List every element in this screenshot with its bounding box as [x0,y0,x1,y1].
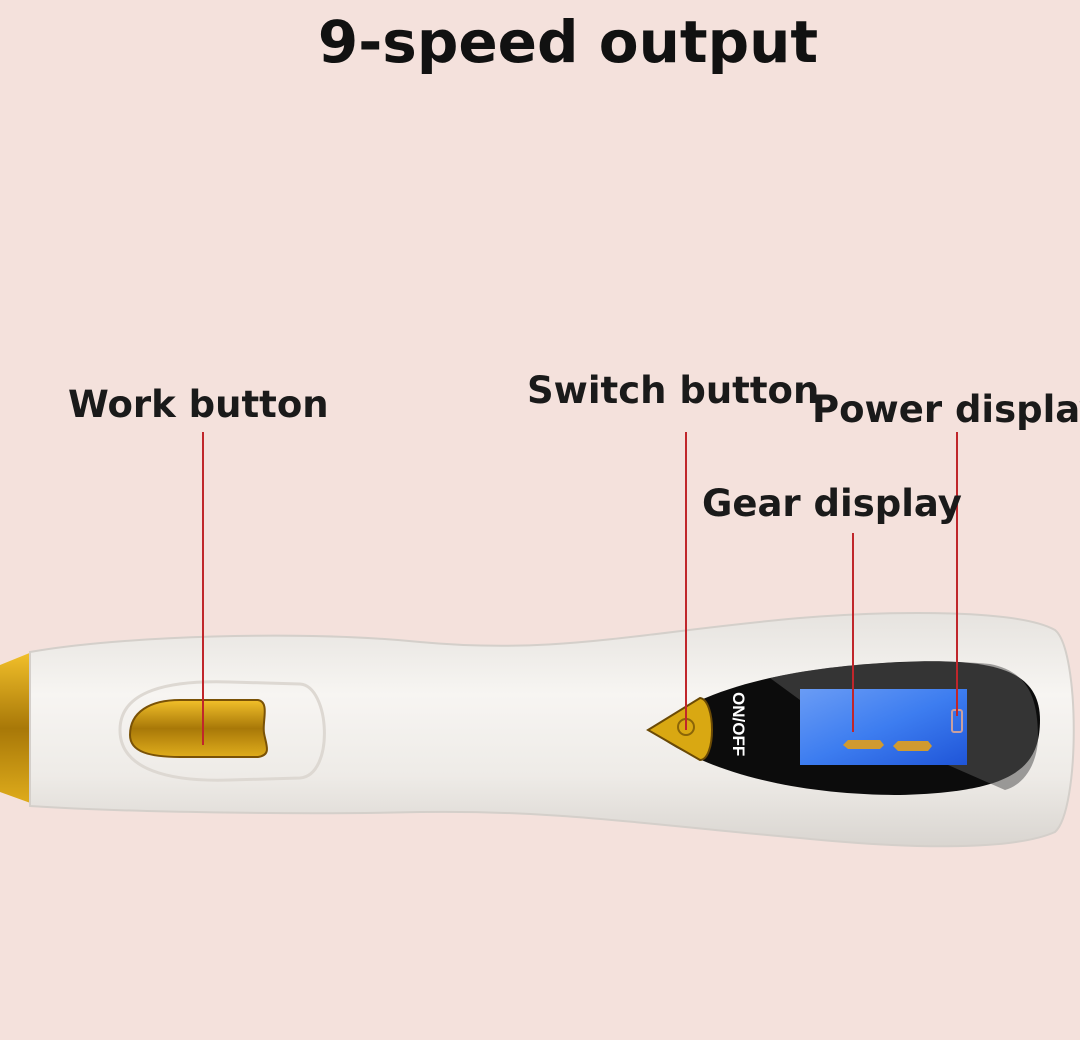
gear-digit-segment [893,741,932,751]
onoff-text: ON/OFF [729,692,748,756]
label-gear-display: Gear display [702,482,962,525]
label-switch-button: Switch button [527,369,820,412]
lcd-screen [800,689,967,765]
label-power-display: Power display [812,388,1080,431]
work-button [128,699,268,758]
gold-tip [0,652,36,805]
label-work-button: Work button [68,383,329,426]
gear-digit-segment [843,740,884,749]
page-title: 9-speed output [317,8,819,76]
switch-button [646,696,713,762]
